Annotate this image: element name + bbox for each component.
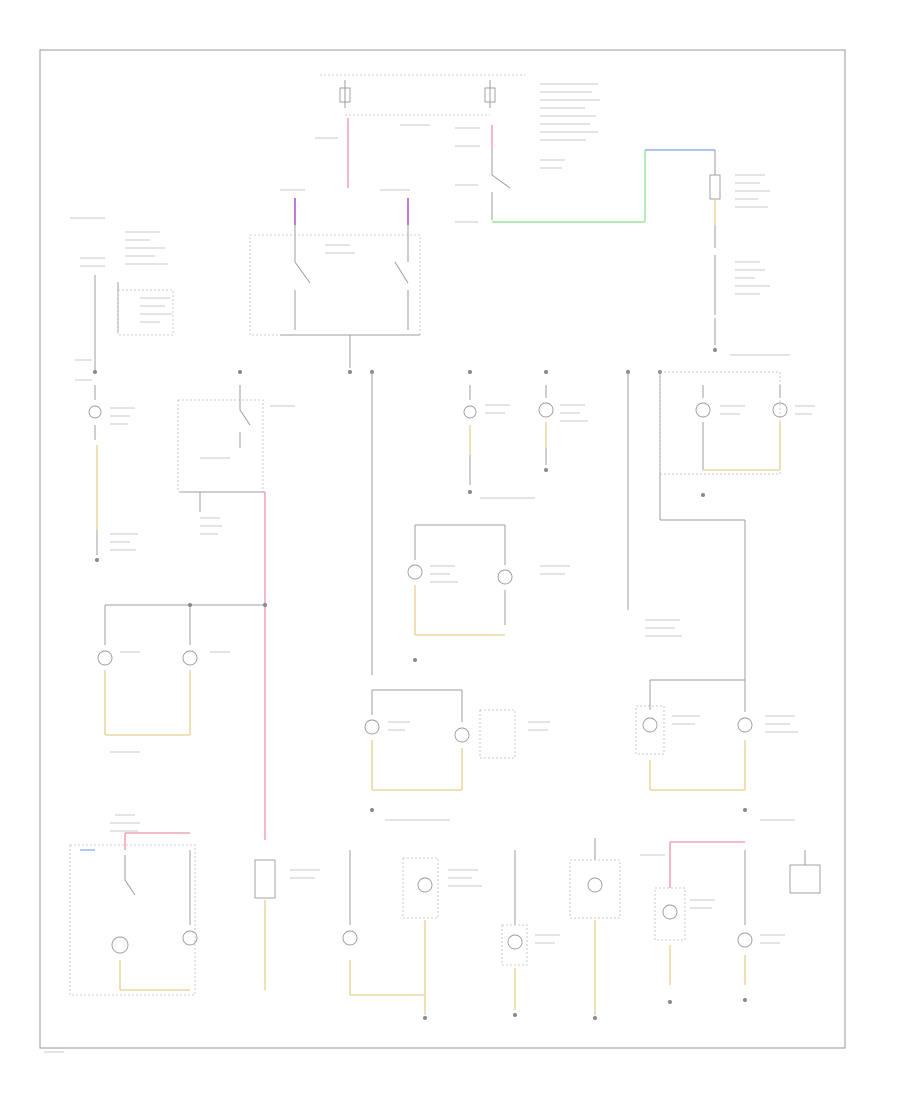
left-upper-labels	[70, 217, 174, 381]
lower-right-lamps	[635, 619, 798, 821]
fuse-block	[315, 74, 600, 188]
courtesy-switch-block	[249, 189, 421, 368]
right-upper-lamps	[709, 150, 790, 356]
courtesy-switch-left	[177, 385, 295, 840]
lower-center-lamps	[364, 689, 550, 821]
bus-row	[93, 370, 662, 675]
left-middle-lamps	[97, 603, 267, 753]
lamp-switch-upper	[455, 125, 715, 223]
left-lamp-column	[88, 385, 138, 562]
diagram-frame	[39, 49, 846, 1049]
right-lamp-pair	[659, 371, 815, 690]
center-upper-lamps	[463, 385, 588, 499]
bottom-row	[69, 814, 821, 1020]
center-middle-lamps	[407, 524, 570, 662]
